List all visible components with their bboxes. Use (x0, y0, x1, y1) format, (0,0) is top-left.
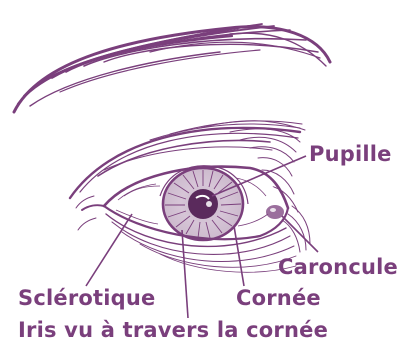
label-cornee: Cornée (236, 286, 321, 310)
eyebrow (14, 24, 330, 112)
label-iris: Iris vu à travers la cornée (18, 318, 328, 342)
iris (163, 168, 243, 240)
leader-iris (182, 230, 188, 318)
label-sclerotique: Sclérotique (18, 286, 155, 310)
leader-sclerotique (86, 214, 132, 286)
pupil (188, 189, 218, 219)
leader-cornee (234, 226, 244, 286)
caroncule (266, 205, 284, 219)
label-pupille: Pupille (309, 142, 392, 166)
label-caroncule: Caroncule (278, 255, 398, 279)
leader-caroncule (282, 216, 318, 252)
outer-corner (76, 196, 104, 230)
